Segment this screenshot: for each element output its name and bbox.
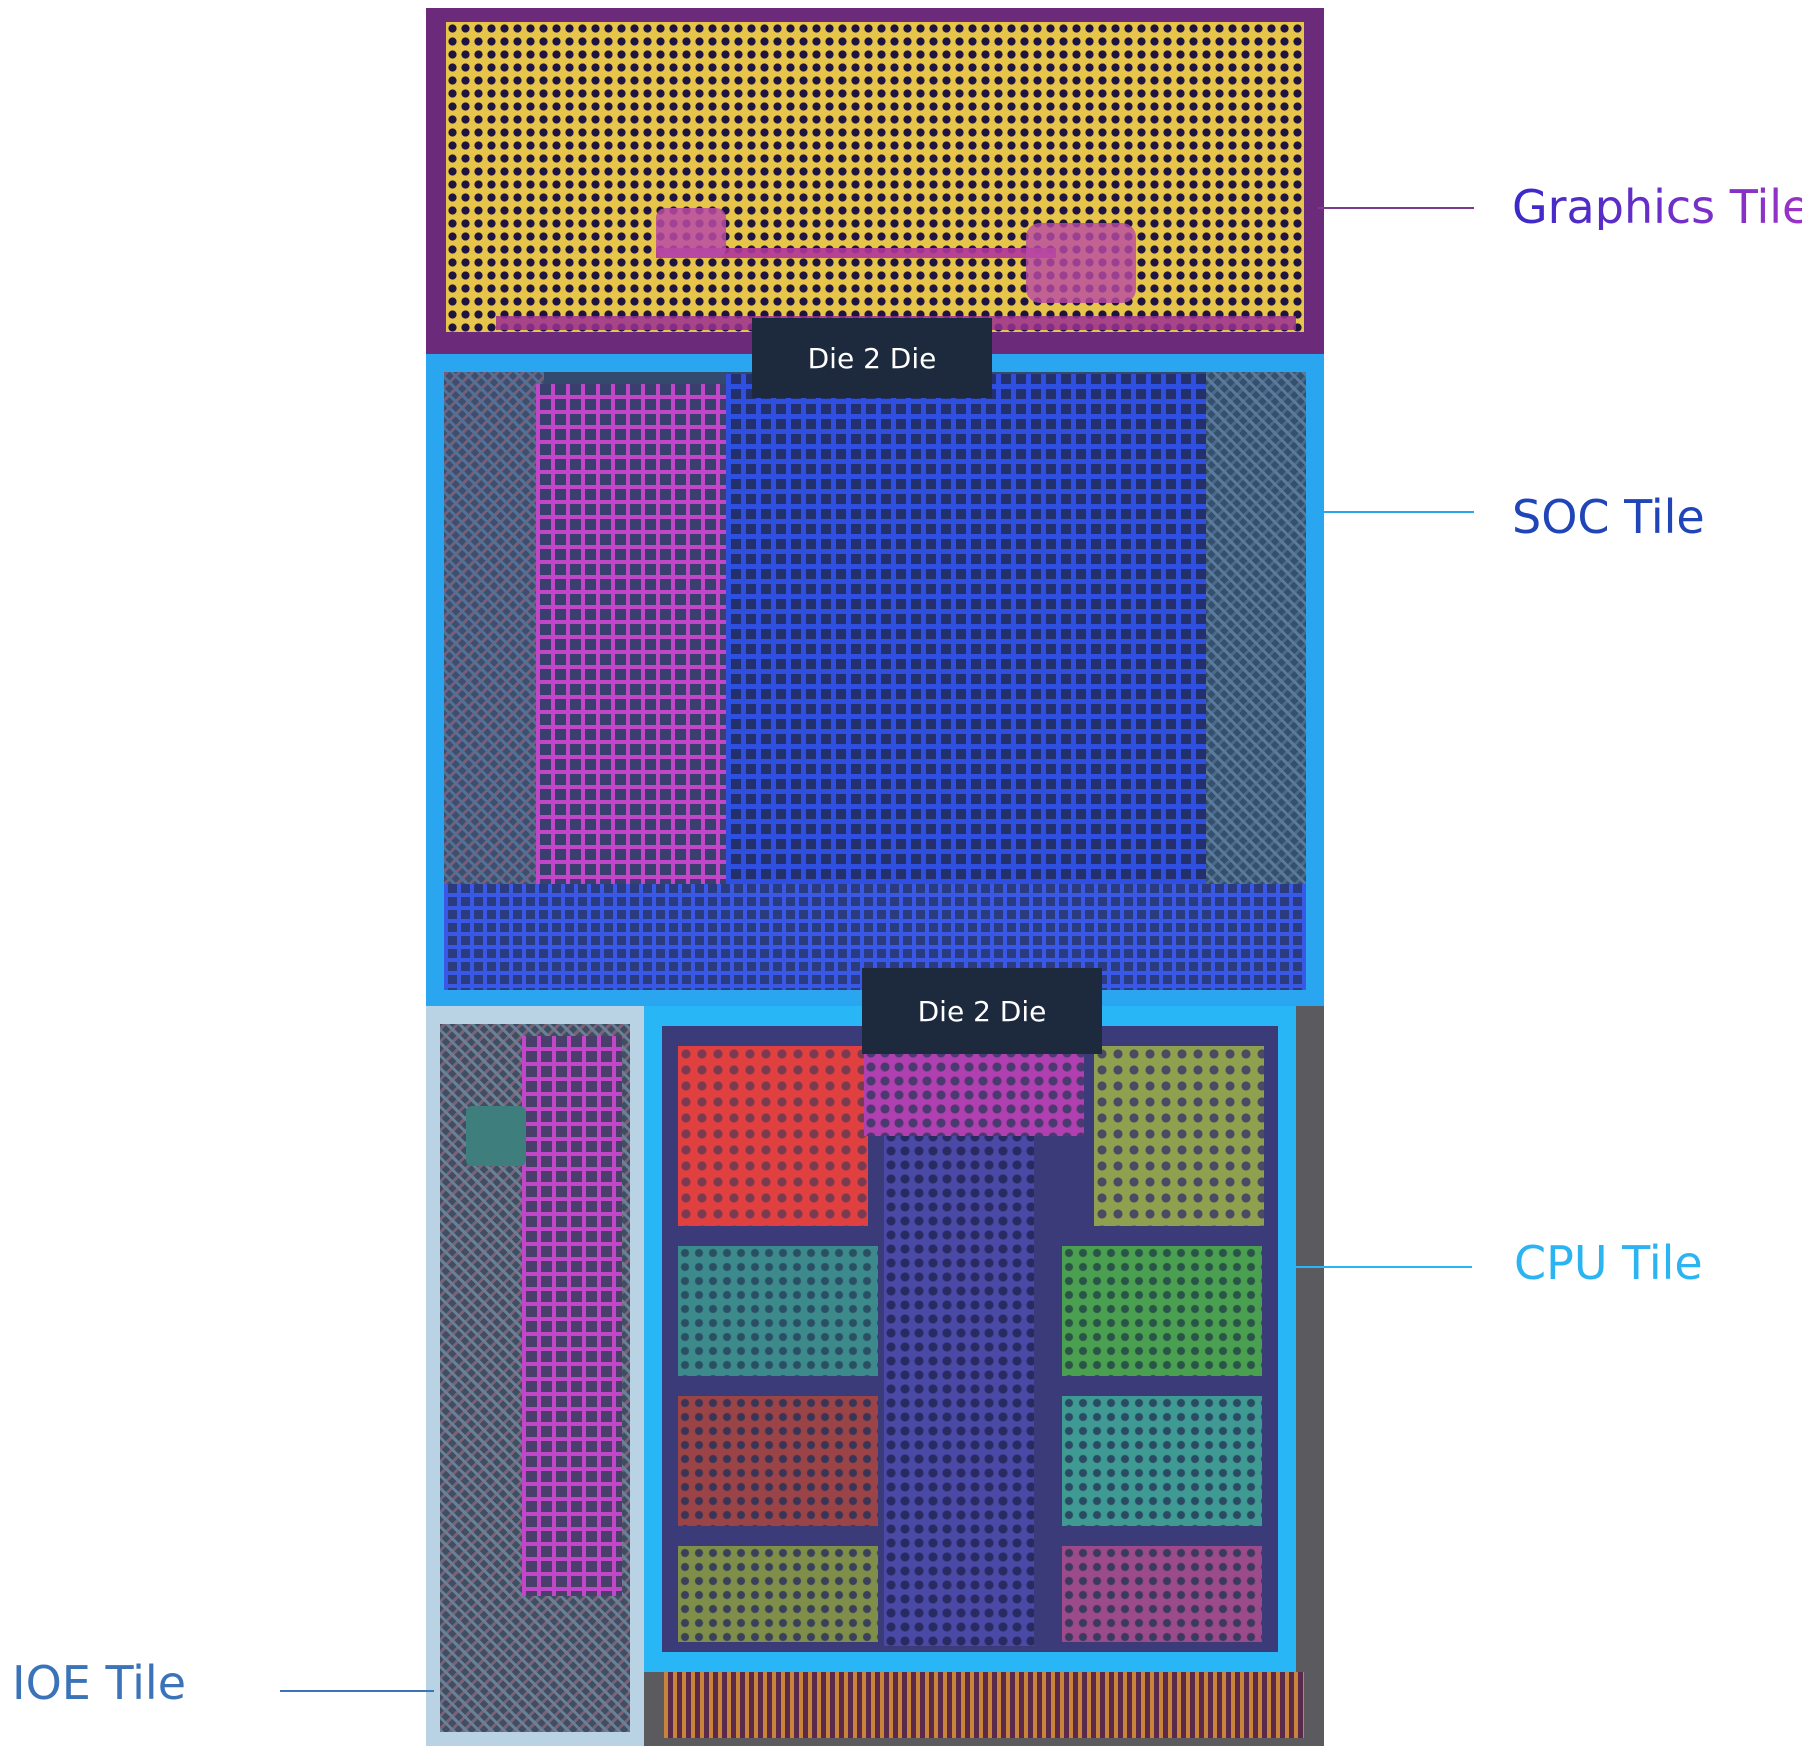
soc-tile-leader xyxy=(1324,511,1474,513)
ioe-tile-label: IOE Tile xyxy=(12,1656,187,1710)
cpu-ecore-teal-right xyxy=(1062,1396,1262,1526)
cpu-bottom-olive-left xyxy=(678,1546,878,1642)
soc-tile-blue-grid xyxy=(726,374,1206,954)
cpu-tile-leader xyxy=(1296,1266,1472,1268)
cpu-ecore-brick-left xyxy=(678,1396,878,1526)
soc-tile-magenta-grid xyxy=(536,384,736,944)
soc-tile xyxy=(426,354,1324,1006)
cpu-pcore-red xyxy=(678,1046,868,1226)
die2die-bottom-label: Die 2 Die xyxy=(862,968,1102,1054)
cpu-io-strip xyxy=(664,1672,1304,1738)
cpu-bottom-pink-right xyxy=(1062,1546,1262,1642)
soc-tile-label: SOC Tile xyxy=(1512,490,1705,544)
ioe-tile xyxy=(426,1006,644,1746)
die2die-top-label: Die 2 Die xyxy=(752,318,992,398)
cpu-tile xyxy=(644,1006,1296,1672)
graphics-tile-blob-left xyxy=(656,208,726,258)
graphics-tile-label: Graphics Tile xyxy=(1512,184,1802,230)
graphics-tile xyxy=(426,8,1324,354)
cpu-center-ring xyxy=(884,1046,1034,1646)
graphics-tile-dots xyxy=(446,22,1304,332)
cpu-pcore-olive xyxy=(1094,1046,1264,1226)
cpu-tile-label: CPU Tile xyxy=(1514,1236,1703,1290)
cpu-ecore-teal-left xyxy=(678,1246,878,1376)
ioe-tile-magenta-grid xyxy=(522,1036,622,1596)
cpu-top-magenta xyxy=(864,1046,1084,1136)
ioe-tile-teal-block xyxy=(466,1106,526,1166)
graphics-tile-blob-right xyxy=(1026,223,1136,303)
graphics-tile-leader xyxy=(1318,207,1474,209)
ioe-tile-leader xyxy=(280,1690,434,1692)
cpu-ecore-green-right xyxy=(1062,1246,1262,1376)
graphics-tile-trace xyxy=(656,248,1056,258)
